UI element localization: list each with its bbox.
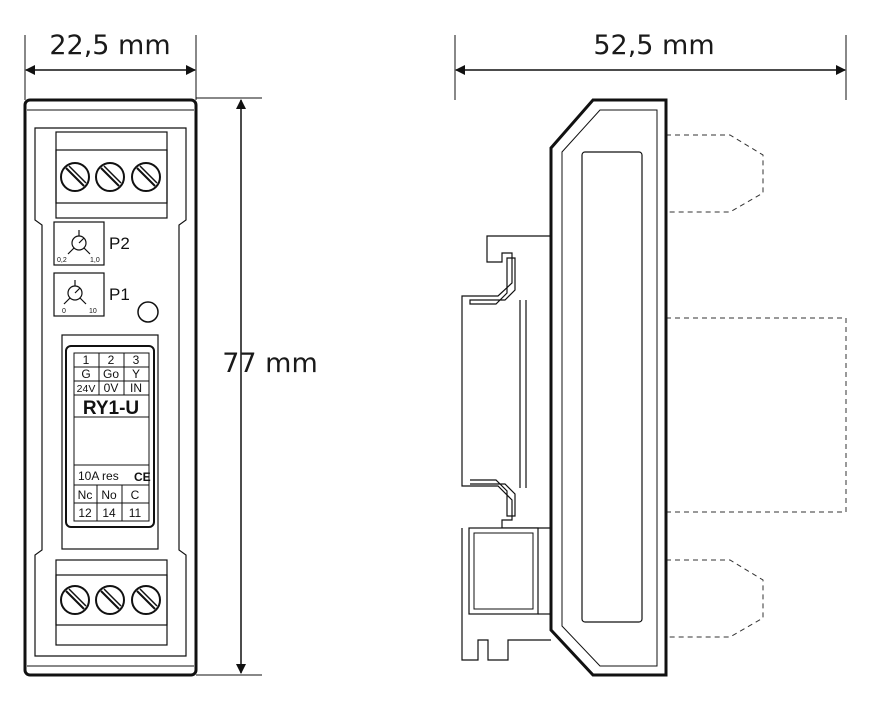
screw-terminal-icon (131, 585, 161, 615)
p2-label: P2 (109, 234, 130, 253)
pluggable-terminals-outline (666, 134, 847, 638)
p1-min: 0 (62, 308, 66, 315)
rating-label: 10A res (78, 469, 119, 483)
terminal-2-signal: Go (103, 367, 119, 381)
side-view: 52,5 mm (454, 30, 847, 677)
screw-terminal-icon (131, 162, 161, 192)
side-panel (581, 151, 643, 623)
p2-max: 1,0 (90, 257, 100, 264)
depth-label: 52,5 mm (593, 30, 714, 61)
top-terminal-block (55, 131, 168, 219)
screw-terminal-icon (60, 585, 90, 615)
contact-nc-terminal: 12 (78, 506, 92, 520)
p1-label: P1 (109, 285, 130, 304)
screw-terminal-icon (95, 162, 125, 192)
terminal-1: 1 (83, 353, 90, 367)
terminal-1-signal: G (81, 367, 90, 381)
front-view: 22,5 mm 77 mm (23, 30, 318, 677)
contact-nc: Nc (78, 488, 93, 502)
terminal-2: 2 (108, 353, 115, 367)
screw-terminal-icon (95, 585, 125, 615)
width-dimension: 22,5 mm (24, 30, 197, 100)
potentiometer-icon (67, 230, 91, 255)
terminal-2-voltage: 0V (104, 381, 119, 395)
height-label: 77 mm (222, 348, 318, 379)
label-panel: 1 2 3 G Go Y 24V 0V IN RY1-U 10A res CE … (61, 334, 159, 550)
terminal-3-signal: Y (132, 367, 140, 381)
depth-dimension: 52,5 mm (454, 30, 847, 100)
p1-max: 10 (89, 308, 97, 315)
terminal-3: 3 (133, 353, 140, 367)
led-indicator-icon (137, 301, 159, 323)
ce-mark-icon: CE (134, 470, 151, 484)
contact-no-terminal: 14 (102, 506, 116, 520)
model-name: RY1-U (83, 398, 139, 419)
screw-terminal-icon (60, 162, 90, 192)
contact-c-terminal: 11 (129, 506, 142, 520)
din-rail-clip-icon (461, 235, 551, 661)
p2-min: 0,2 (57, 257, 67, 264)
bottom-terminal-block (55, 559, 168, 646)
potentiometer-p1: 0 10 P1 (53, 272, 130, 317)
width-label: 22,5 mm (49, 30, 170, 61)
potentiometer-icon (63, 280, 87, 305)
potentiometer-p2: 0,2 1,0 P2 (53, 221, 130, 266)
terminal-3-input: IN (130, 381, 142, 395)
terminal-1-voltage: 24V (77, 383, 96, 395)
contact-c: C (131, 488, 140, 502)
height-dimension: 77 mm (196, 97, 318, 676)
contact-no: No (101, 488, 117, 502)
